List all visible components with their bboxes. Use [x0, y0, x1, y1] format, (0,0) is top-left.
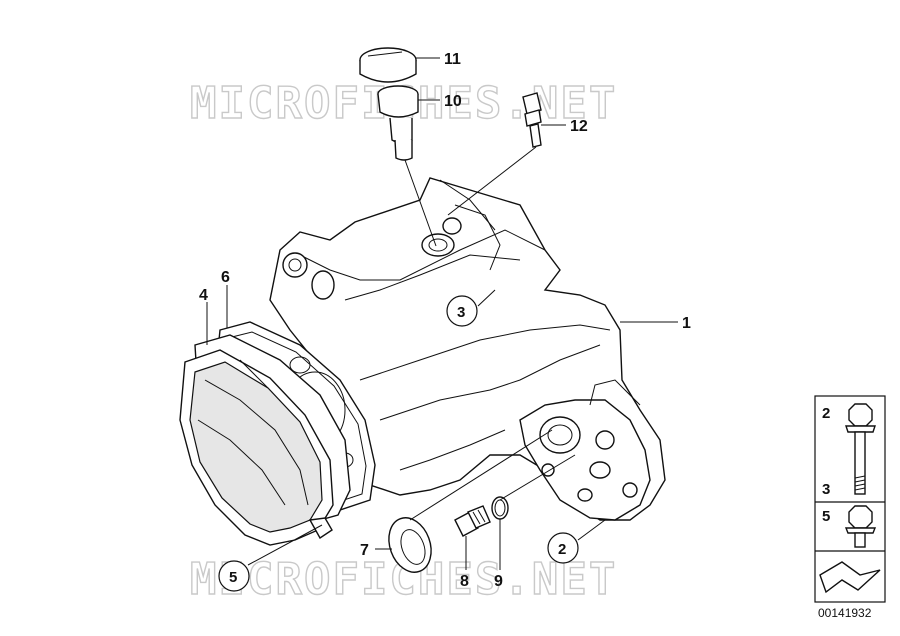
legend-item-a-bottom: 3	[822, 481, 830, 498]
filler-neck-10	[377, 85, 419, 161]
callout-9: 9	[494, 573, 503, 590]
callout-7: 7	[360, 542, 369, 559]
direction-arrow-icon	[819, 561, 881, 594]
o-ring-9	[491, 496, 509, 520]
document-number: 00141932	[818, 606, 872, 620]
callout-2-circle: 2	[547, 532, 579, 564]
callout-12: 12	[570, 118, 588, 135]
drain-plug-8	[454, 505, 491, 537]
callout-4: 4	[199, 287, 208, 304]
long-bolt-icon	[845, 403, 876, 495]
side-cover	[179, 349, 334, 546]
svg-text:5: 5	[229, 569, 237, 586]
cap-11	[359, 47, 417, 83]
seal-ring-7	[388, 517, 432, 573]
legend-item-b: 5	[822, 508, 830, 525]
leader-lines	[206, 57, 678, 570]
svg-text:2: 2	[558, 541, 566, 558]
legend-panel: 2 3 5	[814, 395, 886, 603]
callout-8: 8	[460, 573, 469, 590]
callout-11: 11	[444, 51, 461, 68]
sensor-12	[522, 92, 542, 148]
callout-5-circle: 5	[218, 560, 250, 592]
legend-item-a-top: 2	[822, 405, 830, 422]
callout-6: 6	[221, 269, 230, 286]
svg-text:3: 3	[457, 304, 465, 321]
callout-10: 10	[444, 93, 462, 110]
short-bolt-icon	[844, 505, 877, 548]
callout-3-circle: 3	[446, 295, 478, 327]
callout-1: 1	[682, 315, 691, 332]
